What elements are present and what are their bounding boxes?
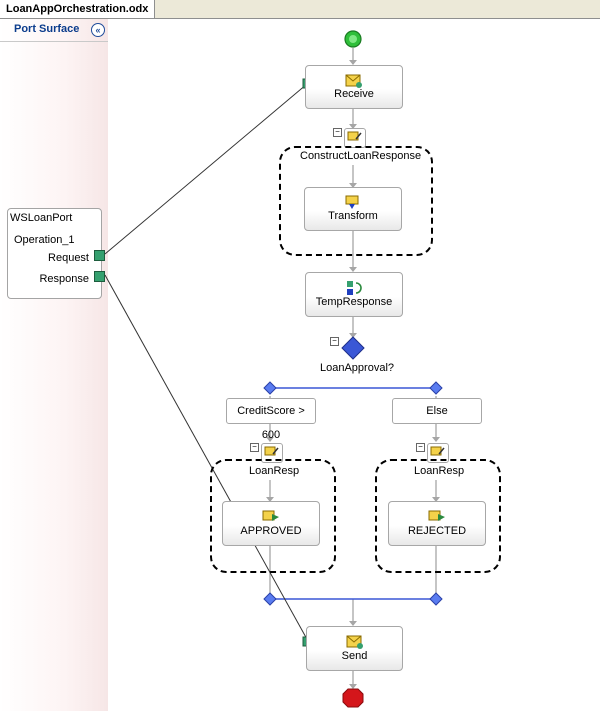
branch-condition-else[interactable]: Else [392,398,482,424]
rejected-shape[interactable]: REJECTED [388,501,486,546]
assign-icon [347,281,362,295]
collapse-construct-icon[interactable]: − [333,128,342,137]
request-port-connector[interactable] [94,250,105,261]
approved-label: APPROVED [240,525,302,537]
approved-message-icon [262,510,279,521]
approved-shape[interactable]: APPROVED [222,501,320,546]
document-tab[interactable]: LoanAppOrchestration.odx [0,0,156,18]
port-request-label: Request [48,252,89,264]
send-shape[interactable]: Send [306,626,403,671]
collapse-decide-icon[interactable]: − [330,337,339,346]
construct-scope[interactable] [279,146,433,256]
response-port-connector[interactable] [94,271,105,282]
header-divider [0,41,108,42]
receive-envelope-icon [345,74,362,88]
port-surface-title: Port Surface [14,23,80,35]
rejected-label: REJECTED [407,525,467,537]
rejected-scope[interactable] [375,459,501,573]
decide-shape[interactable] [342,337,364,359]
construct-approved-icon[interactable] [261,443,283,463]
port-surface-panel: Port Surface « [0,19,108,711]
receive-shape[interactable]: Receive [305,65,403,109]
transform-icon [345,195,359,209]
port-operation: Operation_1 [14,234,75,246]
construct-scope-label: ConstructLoanResponse [300,150,422,162]
collapse-construct-rejected-icon[interactable]: − [416,443,425,452]
port-name: WSLoanPort [10,212,73,224]
start-shape[interactable] [344,30,362,48]
branch-condition-approved[interactable]: CreditScore > 600 [226,398,316,441]
construct-approved-label: LoanResp [249,465,300,477]
construct-rejected-icon[interactable] [427,443,449,463]
construct-rejected-label: LoanResp [414,465,465,477]
document-tabbar: LoanAppOrchestration.odx [0,0,600,19]
tempresponse-shape[interactable]: TempResponse [305,272,403,317]
end-shape[interactable] [343,689,363,707]
send-label: Send [341,650,368,662]
send-envelope-icon [346,635,363,649]
tempresponse-label: TempResponse [315,296,393,308]
rejected-message-icon [428,510,445,521]
port-wsloanport[interactable]: WSLoanPort Operation_1 Request Response [7,208,105,299]
port-response-label: Response [39,273,89,285]
decide-label: LoanApproval? [320,362,395,374]
collapse-icon[interactable]: « [91,23,105,37]
port-surface-header: Port Surface « [0,19,108,41]
collapse-construct-approved-icon[interactable]: − [250,443,259,452]
construct-message-icon[interactable] [344,128,366,148]
approved-scope[interactable] [210,459,336,573]
transform-label: Transform [328,210,378,222]
receive-label: Receive [334,88,374,100]
transform-shape[interactable]: Transform [304,187,402,231]
